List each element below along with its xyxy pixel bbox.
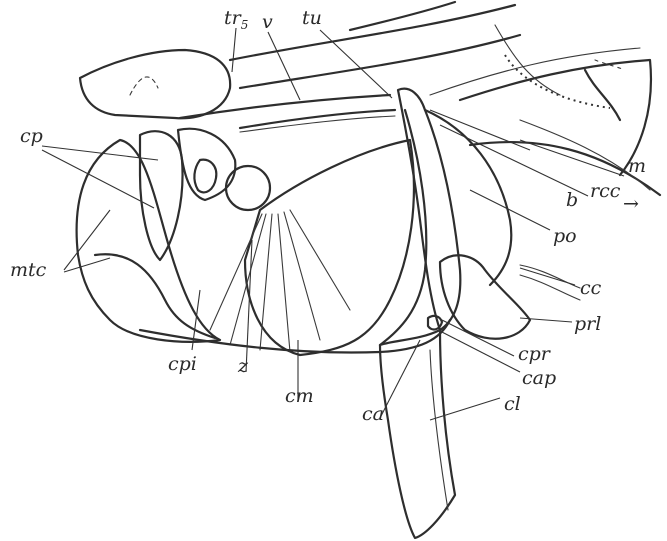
label-cp: cp (20, 125, 43, 147)
label-cm: cm (285, 385, 314, 407)
label-cl: cl (504, 393, 521, 415)
label-b: b (566, 189, 578, 211)
drawing (77, 2, 660, 538)
central-membrane (245, 140, 414, 355)
top-left-cap (80, 50, 230, 118)
label-cpi: cpi (168, 353, 197, 375)
label-po: po (553, 225, 577, 247)
left-lobe (77, 140, 220, 342)
upper-contour-lines (230, 5, 515, 60)
label-ca: ca (362, 403, 384, 425)
label-prl: prl (574, 313, 601, 335)
label-mtc: mtc (10, 259, 47, 281)
label-cpr: cpr (518, 343, 552, 365)
lower-blade (380, 330, 455, 538)
label-rcc: rcc (590, 180, 621, 202)
label-tu: tu (302, 7, 322, 29)
label-v: v (262, 11, 273, 33)
label-z: z (237, 355, 249, 377)
label-tr5: tr5 (224, 7, 248, 32)
tube-section (226, 166, 270, 210)
label-cc: cc (580, 277, 602, 299)
arrow-right: → (623, 193, 639, 215)
label-m: m (628, 155, 646, 177)
label-cap: cap (522, 367, 556, 389)
cp-process (140, 131, 183, 260)
